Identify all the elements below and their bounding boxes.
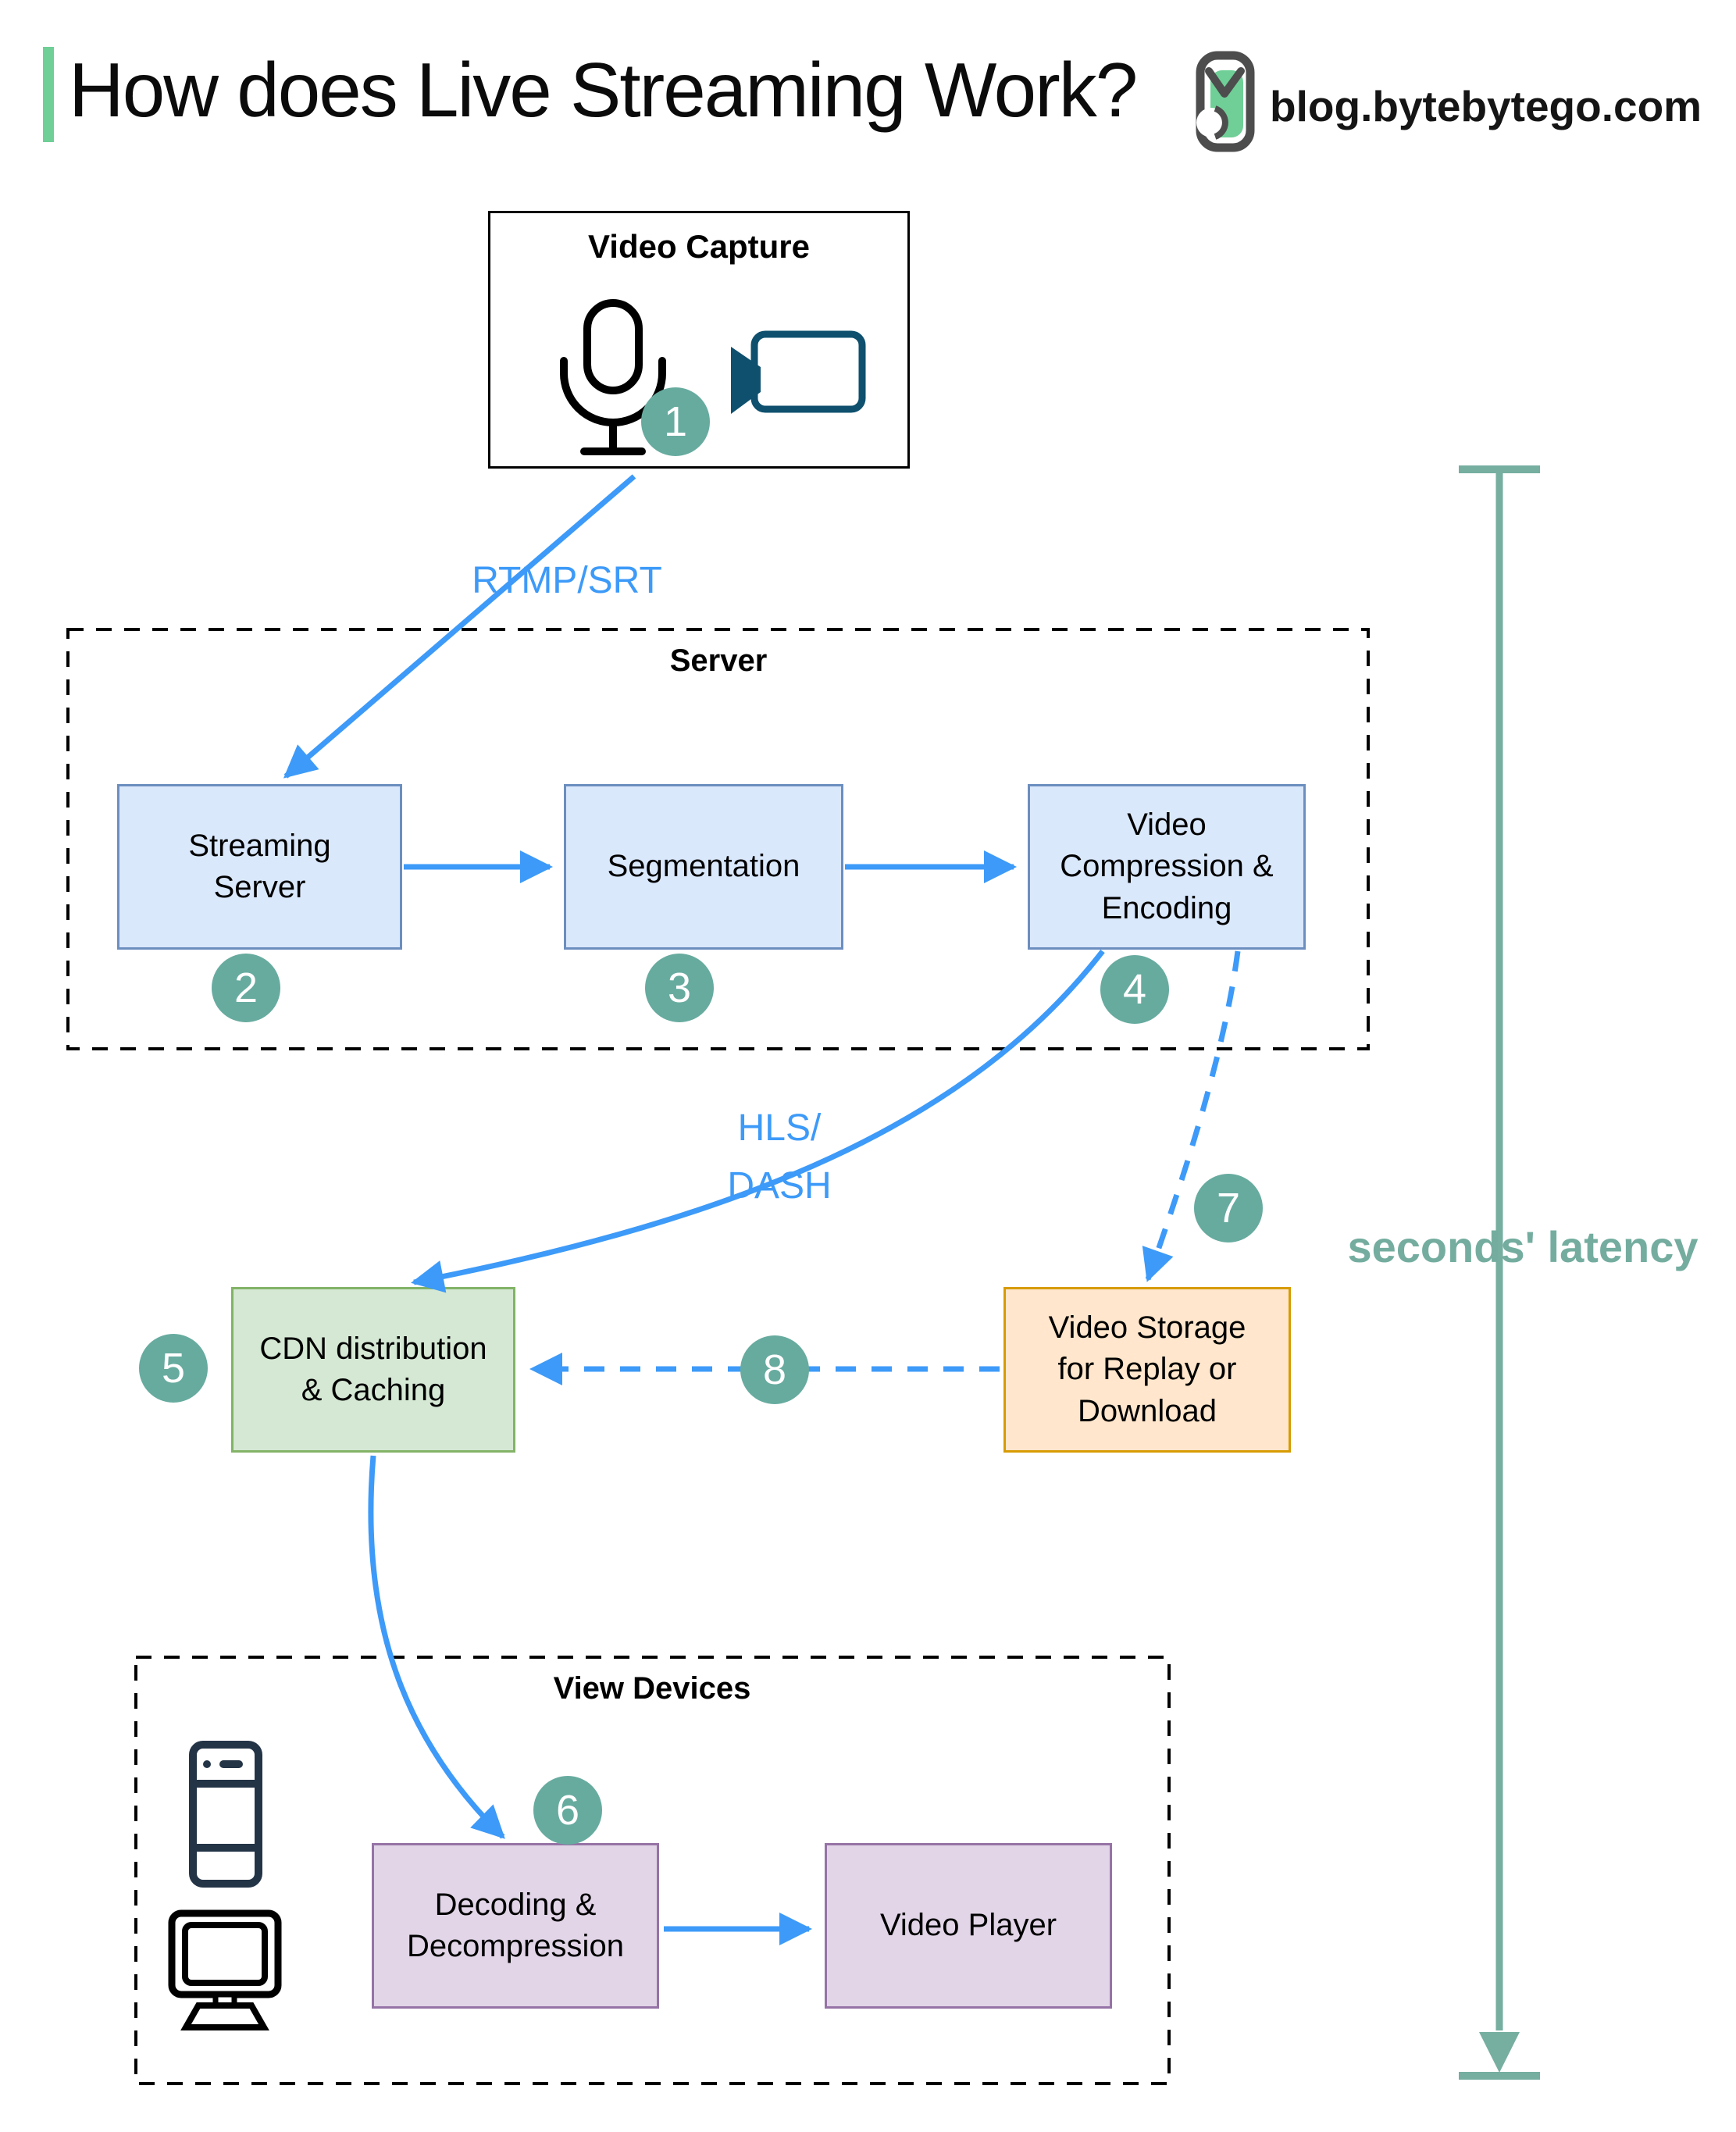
- step-badge-7: 7: [1194, 1174, 1263, 1242]
- monitor-icon: [168, 1909, 282, 2030]
- streaming-server-label: Streaming Server: [188, 828, 331, 904]
- arrow-cdn-to-decoding: [368, 1455, 505, 1839]
- streaming-server-node: Streaming Server: [117, 784, 402, 950]
- title-accent-bar: [43, 47, 54, 142]
- video-capture-title: Video Capture: [588, 228, 810, 265]
- compression-encoding-node: Video Compression & Encoding: [1028, 784, 1306, 950]
- compression-encoding-label: Video Compression & Encoding: [1060, 808, 1274, 925]
- latency-label: seconds' latency: [1347, 1222, 1699, 1271]
- video-player-label: Video Player: [879, 1908, 1057, 1943]
- video-storage-node: Video Storage for Replay or Download: [1003, 1287, 1291, 1453]
- hls-dash-label: HLS/ DASH: [727, 1107, 832, 1207]
- step-badge-2: 2: [212, 954, 280, 1022]
- bytebytego-owl-icon: [1196, 51, 1255, 152]
- step-badge-5: 5: [139, 1334, 208, 1403]
- video-storage-label: Video Storage for Replay or Download: [1048, 1310, 1246, 1428]
- latency-measure-line: [1459, 465, 1540, 2080]
- smartphone-icon: [189, 1741, 262, 1888]
- site-url: blog.bytebytego.com: [1270, 82, 1702, 130]
- segmentation-label: Segmentation: [607, 849, 800, 884]
- cdn-label: CDN distribution & Caching: [259, 1331, 487, 1407]
- step-badge-6: 6: [533, 1776, 602, 1845]
- step-badge-8: 8: [740, 1335, 809, 1404]
- decoding-node: Decoding & Decompression: [372, 1843, 659, 2009]
- cdn-node: CDN distribution & Caching: [231, 1287, 515, 1453]
- rtmp-srt-label: RTMP/SRT: [472, 560, 662, 601]
- step-badge-3: 3: [645, 954, 714, 1022]
- segmentation-node: Segmentation: [564, 784, 843, 950]
- step-badge-1: 1: [641, 387, 710, 456]
- video-player-node: Video Player: [825, 1843, 1112, 2009]
- view-devices-group-label: View Devices: [553, 1671, 751, 1706]
- decoding-label: Decoding & Decompression: [407, 1887, 624, 1963]
- arrow-capture-to-streaming-server: [283, 474, 636, 779]
- server-group-label: Server: [669, 644, 768, 678]
- page-title: How does Live Streaming Work?: [69, 47, 1138, 133]
- step-badge-4: 4: [1100, 955, 1169, 1024]
